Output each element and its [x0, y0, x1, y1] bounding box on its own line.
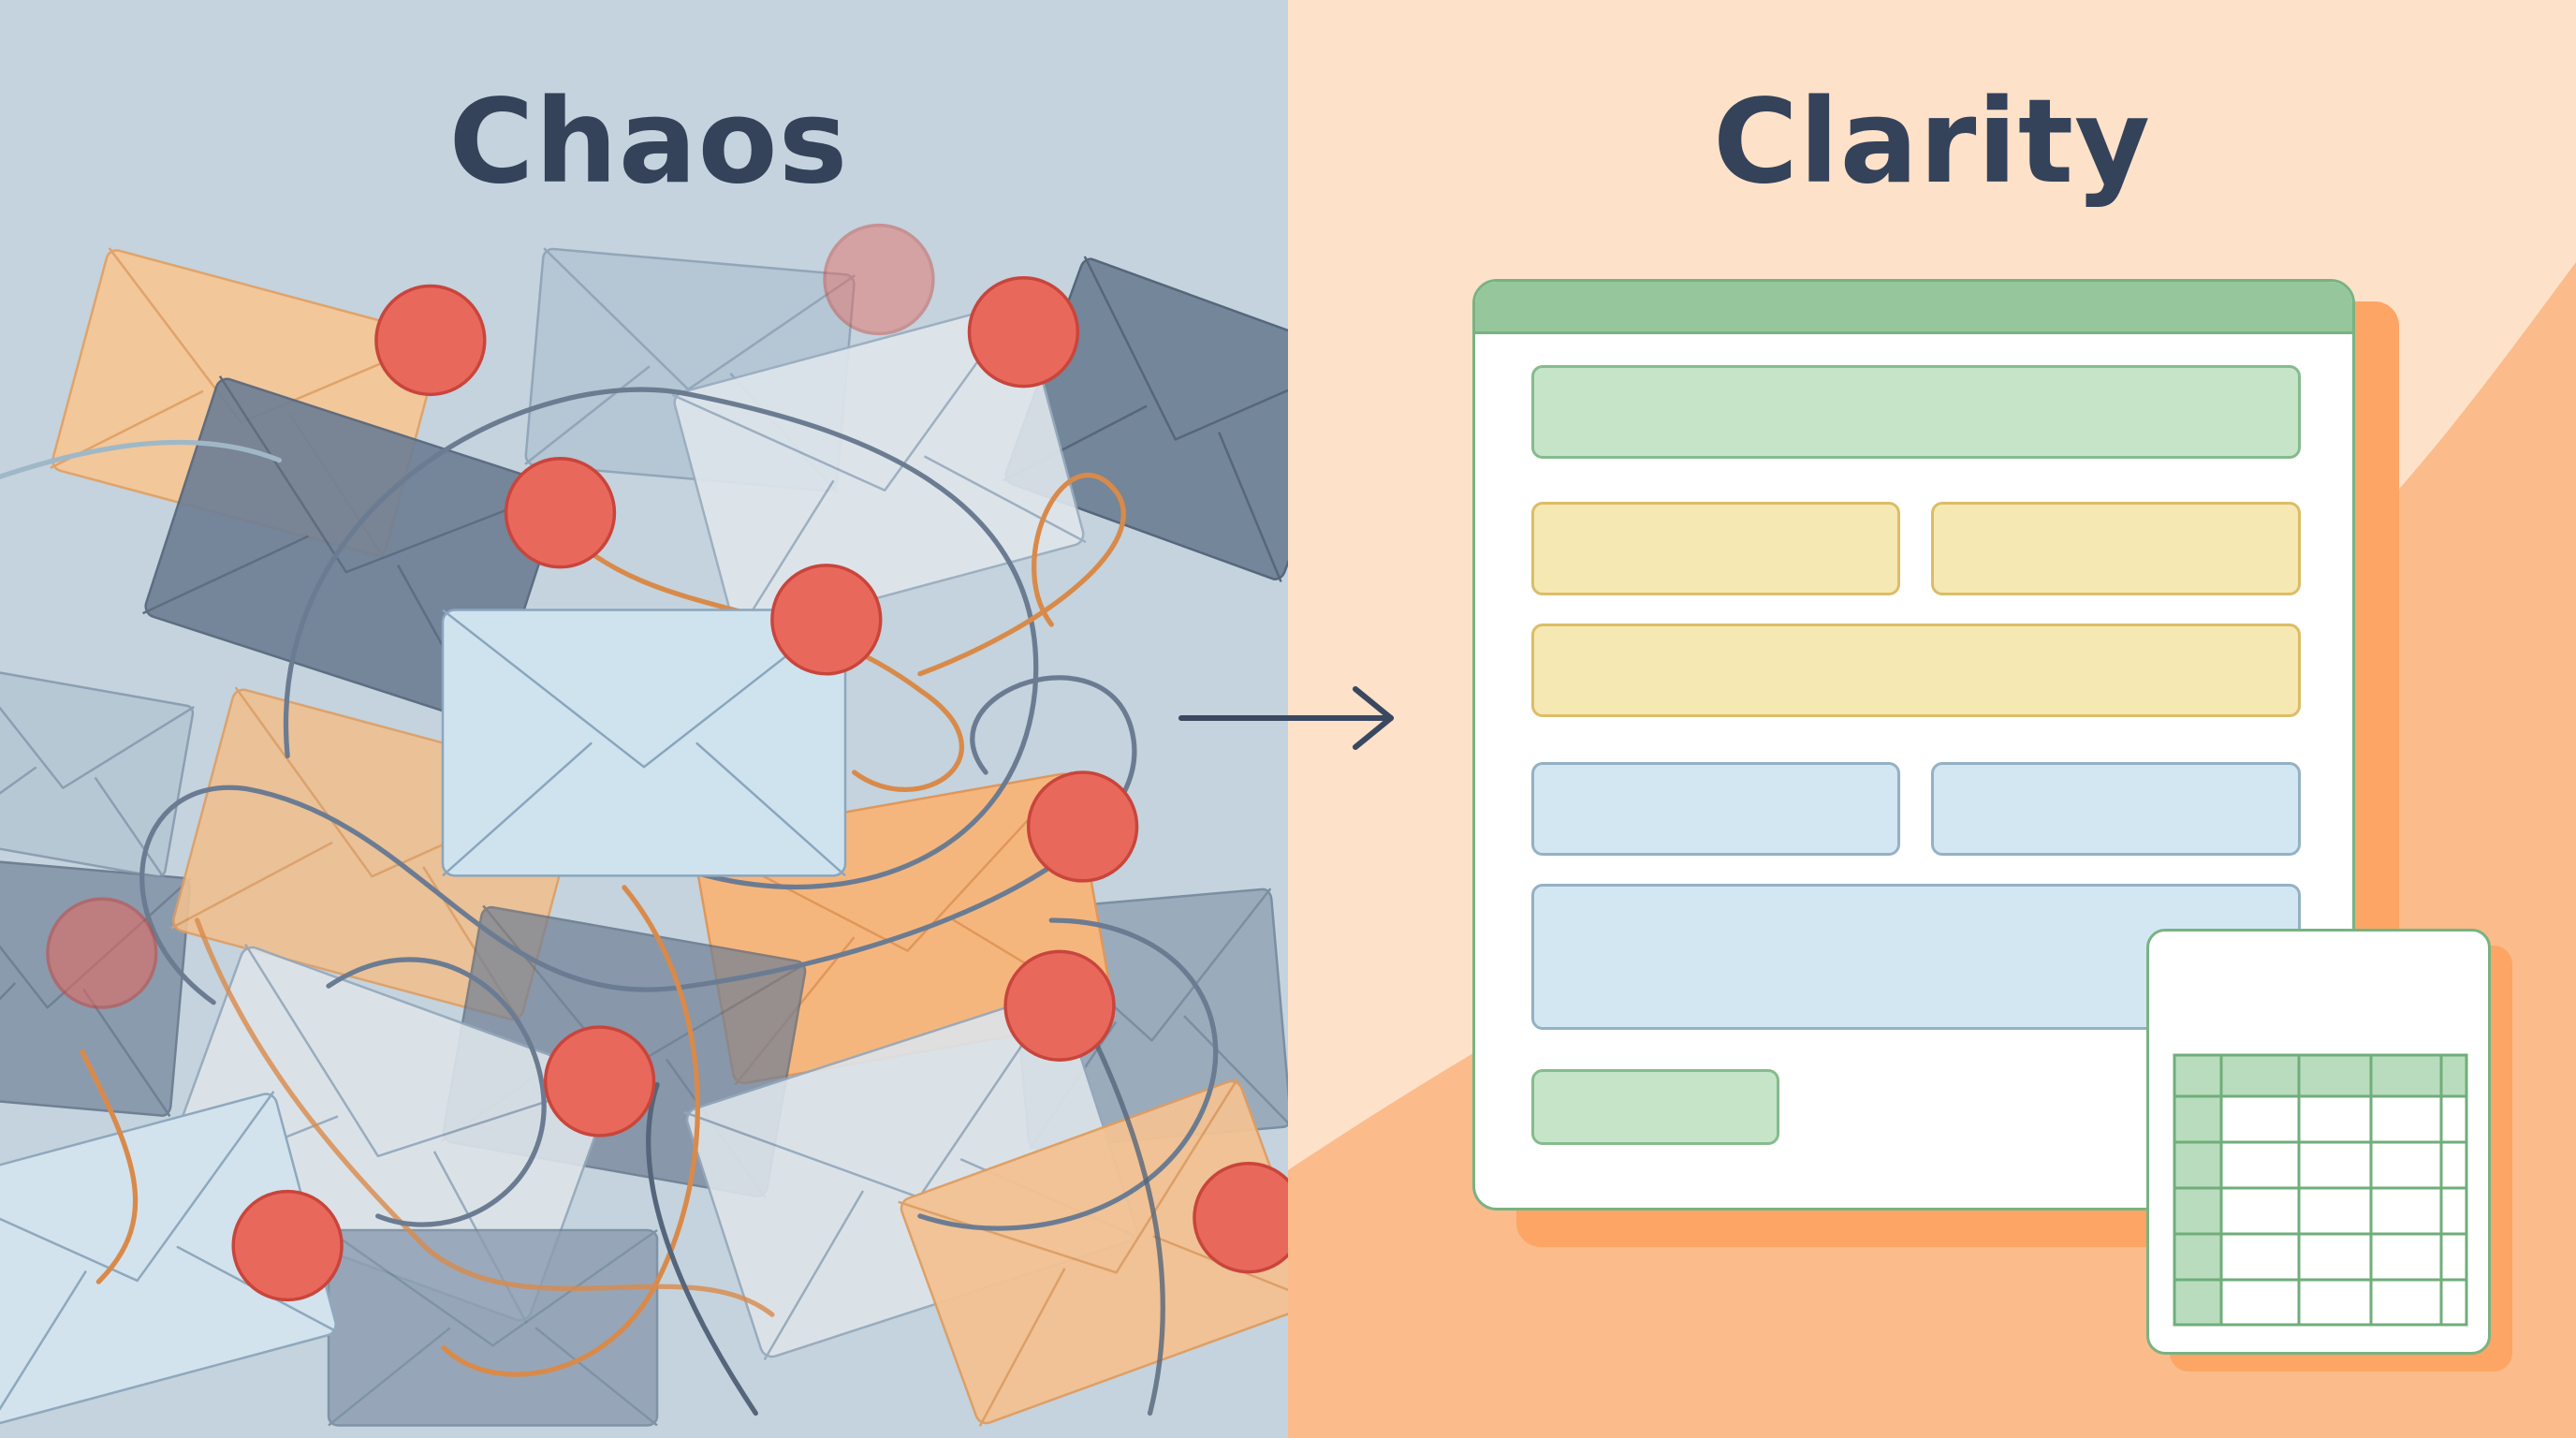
alert-dot-icon: [231, 1189, 344, 1302]
form-field-full[interactable]: [1531, 624, 2301, 717]
alert-dot-icon: [1193, 1162, 1288, 1274]
spreadsheet-grid-icon: [2173, 1053, 2468, 1327]
form-field-full[interactable]: [1531, 365, 2301, 459]
arrow-right-icon: [1178, 686, 1394, 750]
envelope-icon: [329, 1230, 657, 1426]
alert-dot-icon: [770, 564, 883, 676]
tangled-envelopes-illustration: [0, 223, 1288, 1438]
envelope-icon: [0, 667, 194, 877]
alert-dot-icon: [46, 897, 158, 1009]
tangled-lines: [0, 387, 1219, 1416]
form-field-half[interactable]: [1531, 762, 1900, 856]
clarity-title: Clarity: [1713, 75, 2151, 210]
chaos-title: Chaos: [448, 75, 849, 210]
alert-dot-icon: [374, 284, 487, 397]
form-field-half[interactable]: [1531, 502, 1900, 595]
form-submit-button[interactable]: [1531, 1069, 1779, 1145]
form-window-header: [1475, 282, 2352, 334]
alert-dot-icon: [1003, 949, 1116, 1062]
form-field-half[interactable]: [1931, 502, 2301, 595]
form-field-half[interactable]: [1931, 762, 2301, 856]
alert-dot-icon: [1026, 770, 1139, 883]
alert-dot-icon: [967, 275, 1080, 389]
alert-dot-icon: [504, 457, 617, 569]
alert-dot-icon: [543, 1025, 656, 1137]
alert-dot-icon: [823, 223, 935, 336]
chaos-panel: Chaos: [0, 0, 1288, 1438]
notification-dots: [46, 223, 1288, 1302]
